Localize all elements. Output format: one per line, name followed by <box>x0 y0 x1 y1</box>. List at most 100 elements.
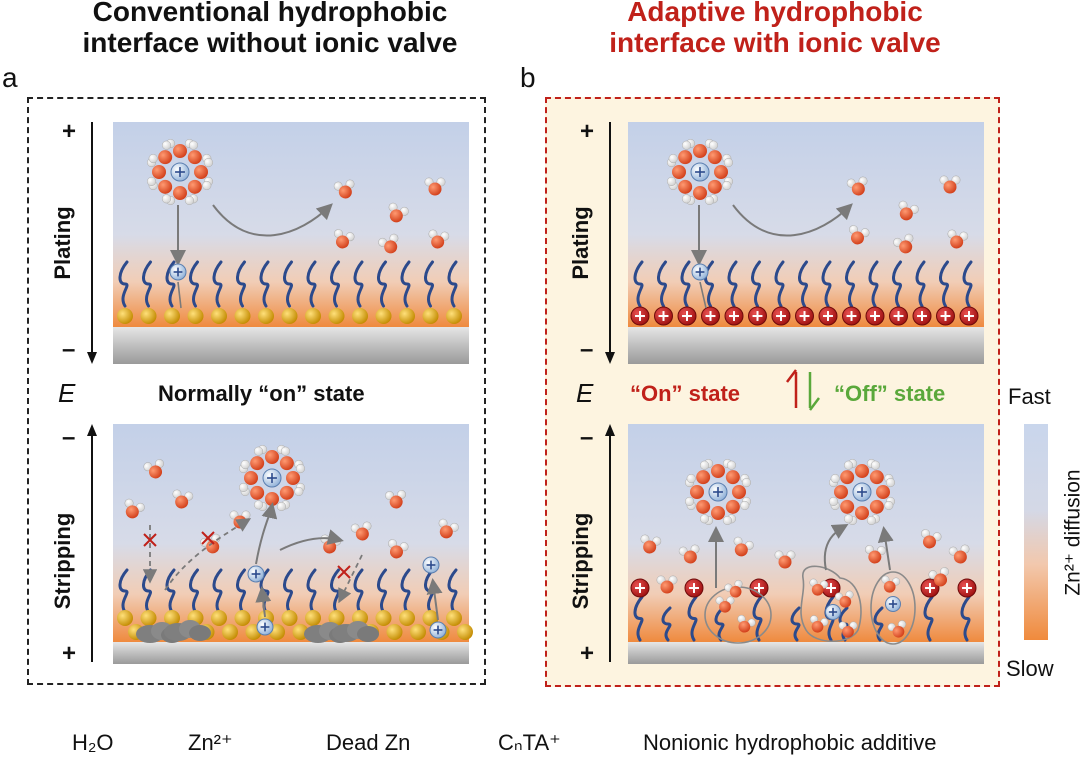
nonionic-head <box>457 624 473 640</box>
nonionic-head <box>234 610 251 626</box>
flow-arrow <box>255 502 278 565</box>
water-molecule <box>715 596 735 613</box>
flow-arrow <box>823 524 849 571</box>
water-molecule <box>849 225 870 245</box>
cluster-hydrogen <box>240 459 250 470</box>
legend-cnta-label: CₙTA⁺ <box>498 730 561 755</box>
legend-zn-label: Zn²⁺ <box>188 730 233 755</box>
water-molecule <box>947 229 969 249</box>
hydrophobic-chain <box>118 568 129 614</box>
cluster-oxygen <box>158 179 173 194</box>
hydrophobic-chain <box>236 568 246 614</box>
hydrophobic-chain <box>657 260 667 308</box>
water-molecule <box>948 544 970 564</box>
hydrophobic-chain <box>189 568 199 614</box>
water-molecule <box>809 615 829 633</box>
hydrophobic-chain <box>680 260 691 308</box>
nonionic-head <box>328 308 345 324</box>
panel-a-state-text: Normally “on” state <box>158 381 365 406</box>
hydrophobic-chain <box>661 606 672 642</box>
cluster-hydrogen <box>238 482 249 492</box>
hydrophobic-chain <box>633 595 644 642</box>
hydrophobic-chain <box>892 260 902 308</box>
hydrophobic-chain <box>868 260 879 308</box>
nonionic-head <box>140 308 157 324</box>
cluster-oxygen <box>711 506 725 520</box>
hydrophobic-chain <box>189 260 199 308</box>
hydrophobic-chain <box>790 606 801 642</box>
cluster-oxygen <box>725 499 740 514</box>
hydrophobic-chain <box>142 260 152 308</box>
cluster-oxygen <box>696 470 711 485</box>
cluster-oxygen <box>265 492 279 506</box>
nonionic-head <box>140 610 157 626</box>
cluster-hydrogen <box>146 176 157 186</box>
cluster-hydrogen <box>681 194 692 204</box>
panel-b-plating-plus: + <box>580 118 595 145</box>
block-cross <box>201 531 215 545</box>
nonionic-head <box>305 610 321 626</box>
cluster-hydrogen <box>723 158 734 168</box>
cluster-oxygen <box>250 485 265 500</box>
cluster-hydrogen <box>866 515 876 526</box>
hydrophobic-chain <box>400 568 411 614</box>
cluster-oxygen <box>173 144 187 158</box>
panel-a-title-line1: Conventional hydrophobic <box>92 0 448 27</box>
cluster-hydrogen <box>202 180 212 191</box>
water-molecule <box>928 567 949 587</box>
flow-arrow <box>177 281 182 309</box>
cluster-hydrogen <box>741 478 752 488</box>
cluster-oxygen <box>707 179 722 194</box>
flow-arrow <box>732 203 853 237</box>
cluster-hydrogen <box>295 464 306 474</box>
scale-bottom-label: Slow <box>1006 656 1054 681</box>
panel-a-frame <box>27 97 486 685</box>
hydrophobic-chain <box>377 260 387 308</box>
flow-arrow <box>699 281 707 309</box>
nonionic-head <box>375 610 392 626</box>
water-molecule <box>385 490 406 509</box>
water-molecule <box>893 233 914 254</box>
water-molecule <box>124 498 145 519</box>
cluster-hydrogen <box>722 180 732 191</box>
water-molecule <box>733 536 754 557</box>
panel-b-title-line1: Adaptive hydrophobic <box>627 0 923 27</box>
water-molecule <box>865 545 886 564</box>
blocked-path <box>164 518 252 591</box>
cluster-hydrogen <box>280 446 291 456</box>
water-molecule <box>640 534 662 554</box>
nonionic-head <box>422 308 439 324</box>
cluster-oxygen <box>855 506 869 520</box>
nonionic-head <box>164 308 180 324</box>
hydrophobic-chain <box>687 595 698 642</box>
hydrophobic-chain <box>774 260 785 308</box>
block-cross <box>337 565 351 579</box>
nonionic-head <box>399 308 415 324</box>
hydrophobic-chain <box>283 260 293 308</box>
nonionic-head <box>386 624 403 640</box>
cluster-oxygen <box>279 485 294 500</box>
hydrophobic-chain <box>939 260 949 308</box>
nonionic-head <box>410 624 426 640</box>
cluster-oxygen <box>158 150 173 165</box>
hydrophobic-chain <box>306 260 317 308</box>
hydrophobic-chain <box>714 606 725 642</box>
cluster-hydrogen <box>253 500 264 510</box>
cluster-hydrogen <box>668 153 678 164</box>
hydrophobic-chain <box>962 260 973 308</box>
hydrophobic-chain <box>915 260 926 308</box>
hydrophobic-chain <box>165 260 176 308</box>
nonionic-head <box>211 610 227 626</box>
nonionic-head <box>258 308 274 324</box>
cluster-oxygen <box>194 165 208 179</box>
hydrophobic-chain <box>727 260 738 308</box>
cluster-hydrogen <box>885 478 896 488</box>
water-molecule <box>143 459 164 479</box>
cluster-hydrogen <box>148 153 158 164</box>
cluster-hydrogen <box>184 195 194 206</box>
cluster-oxygen <box>714 165 728 179</box>
nonionic-head <box>117 308 133 324</box>
cluster-hydrogen <box>684 496 695 506</box>
panel-b-stripping-plus: + <box>580 640 595 667</box>
